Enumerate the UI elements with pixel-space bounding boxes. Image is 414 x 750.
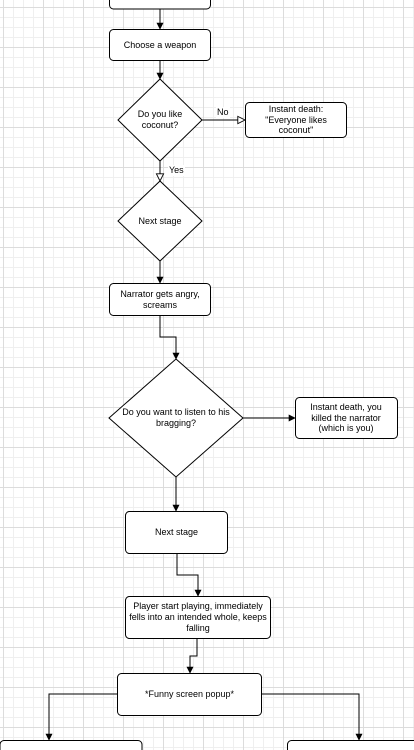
narrator-angry-label: Narrator gets angry, screams: [120, 288, 200, 310]
edge-popup-to-left: [45, 693, 117, 741]
choose-weapon-label: Choose a weapon: [123, 39, 197, 50]
death-coconut-label: Instant death: "Everyone likes coconut": [265, 103, 327, 136]
edge-label-no: No: [216, 107, 230, 118]
death-narrator-label: Instant death, you killed the narrator (…: [310, 401, 382, 434]
funny-popup-label: *Funny screen popup*: [144, 689, 235, 700]
top-cut-box: [109, 0, 211, 10]
like-coconut-label: Do you like coconut?: [137, 109, 183, 130]
listen-bragging-label: Do you want to listen to his bragging?: [122, 407, 230, 428]
player-falling-label: Player start playing, immediately fells …: [129, 601, 267, 633]
edge-player-to-popup: [186, 638, 198, 674]
edge-narrator-to-bragging: [159, 315, 180, 360]
edge-next2-to-player: [176, 553, 202, 597]
bottom-right-cut-box: [287, 740, 414, 750]
edge-label-yes: Yes: [168, 165, 185, 176]
next-stage-1-label: Next stage: [138, 215, 182, 226]
next-stage-2-label: Next stage: [154, 527, 199, 538]
edge-popup-to-right: [261, 693, 363, 741]
bottom-left-cut-box: [0, 740, 143, 750]
